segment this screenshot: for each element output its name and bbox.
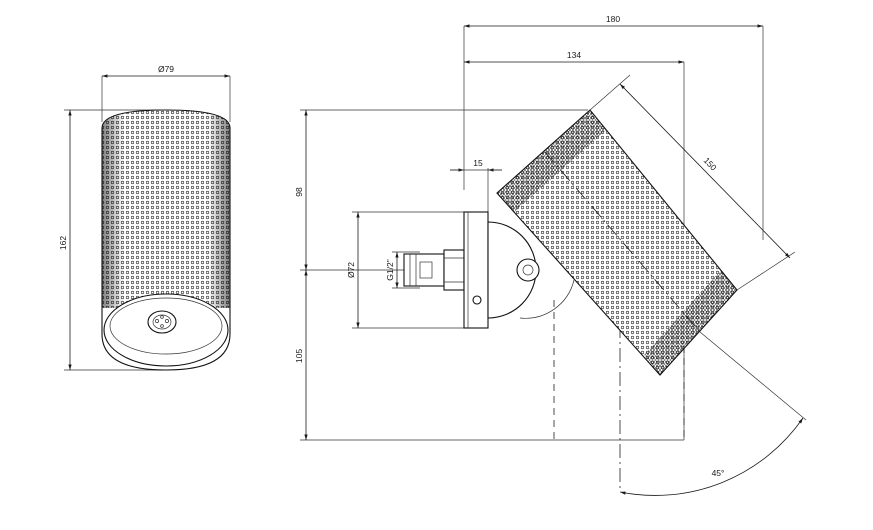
overall-width-label: 180	[606, 14, 620, 24]
side-view: 180 134 15 98 105 Ø72 G1/2"	[294, 14, 807, 496]
edge-shading	[102, 110, 230, 308]
reach-width-label: 134	[567, 50, 581, 60]
wall-plate	[463, 211, 489, 329]
connector-slot	[419, 261, 433, 279]
swivel-knob	[516, 258, 540, 282]
plate-screw	[472, 295, 482, 305]
perforation-pattern	[497, 110, 737, 375]
connector-nut	[443, 249, 465, 291]
swivel-rotation-arc	[519, 279, 575, 319]
thread-label: G1/2"	[385, 259, 395, 280]
extension-line	[736, 251, 796, 291]
nozzle-hole	[155, 319, 159, 323]
lower-height-label: 105	[294, 349, 304, 363]
nozzle-hole	[165, 319, 169, 323]
threaded-connector	[403, 253, 445, 287]
angle-arc	[619, 417, 804, 496]
bottom-face-inner	[109, 297, 223, 355]
tilt-angle-label: 45°	[712, 468, 725, 478]
plate-thickness-label: 15	[473, 158, 483, 168]
upper-height-label: 98	[294, 187, 304, 197]
body-length-dimension-line	[619, 83, 791, 259]
plate-diameter-label: Ø72	[346, 262, 356, 278]
nozzle-hole	[160, 324, 164, 328]
front-diameter-label: Ø79	[158, 64, 174, 74]
front-view: Ø79 162	[58, 64, 231, 371]
extension-line	[589, 74, 631, 111]
swivel-knob-center	[522, 264, 534, 276]
nozzle-ring	[152, 314, 172, 330]
perforation-dense-edge	[497, 110, 606, 213]
body-axis-line	[544, 151, 701, 333]
perforation-dense-edge	[644, 270, 737, 375]
nozzle-hole	[160, 315, 164, 319]
front-height-label: 162	[58, 236, 68, 250]
angle-reference-line	[699, 331, 807, 421]
nozzle	[147, 310, 177, 334]
